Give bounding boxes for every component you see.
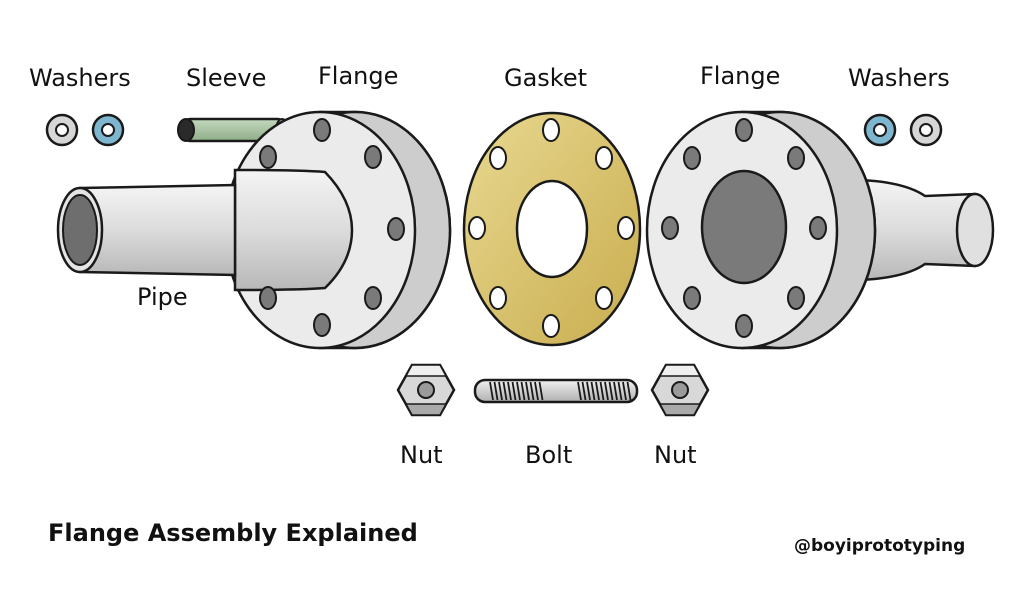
bolt-thread-line bbox=[617, 381, 623, 401]
right-washer-grey bbox=[909, 113, 943, 147]
label-gasket: Gasket bbox=[504, 64, 588, 92]
bolt-thread-line bbox=[613, 381, 618, 401]
bolt-thread-line bbox=[498, 381, 503, 401]
bolt-thread-line bbox=[599, 381, 605, 401]
bolt-thread-line bbox=[604, 381, 609, 401]
right-washer-blue bbox=[863, 113, 897, 147]
bolt-thread-line bbox=[502, 381, 508, 401]
diagram-caption: Flange Assembly Explained bbox=[48, 519, 418, 547]
bolt-thread-line bbox=[534, 381, 539, 401]
label-nut-right: Nut bbox=[654, 441, 697, 469]
gasket-ring bbox=[462, 111, 642, 347]
label-sleeve: Sleeve bbox=[186, 64, 267, 92]
label-flange-right: Flange bbox=[700, 62, 781, 90]
bolt-thread-line bbox=[595, 381, 600, 401]
right-nut bbox=[650, 363, 710, 417]
bolt-thread-line bbox=[581, 381, 587, 401]
bolt-thread-line bbox=[590, 381, 596, 401]
bolt-thread-line bbox=[507, 381, 512, 401]
bolt-thread-line bbox=[622, 381, 627, 401]
label-washers-right: Washers bbox=[848, 64, 950, 92]
bolt-thread-line bbox=[489, 381, 494, 401]
bolt-stud bbox=[473, 378, 639, 404]
bolt-thread-line bbox=[493, 381, 499, 401]
label-pipe: Pipe bbox=[137, 283, 188, 311]
label-flange-left: Flange bbox=[318, 62, 399, 90]
bolt-thread-line bbox=[538, 381, 544, 401]
bolt-thread-line bbox=[529, 381, 535, 401]
right-pipe bbox=[858, 178, 995, 282]
author-handle: @boyiprototyping bbox=[794, 536, 966, 556]
left-nut bbox=[396, 363, 456, 417]
bolt-thread-line bbox=[577, 381, 582, 401]
bolt-thread-line bbox=[586, 381, 591, 401]
label-washers-left: Washers bbox=[29, 64, 131, 92]
left-flange bbox=[223, 110, 452, 350]
bolt-thread-line bbox=[520, 381, 526, 401]
bolt-thread-line bbox=[511, 381, 517, 401]
bolt-thread-line bbox=[608, 381, 614, 401]
bolt-thread-line bbox=[516, 381, 521, 401]
bolt-thread-line bbox=[626, 381, 632, 401]
label-nut-left: Nut bbox=[400, 441, 443, 469]
label-bolt: Bolt bbox=[525, 441, 573, 469]
bolt-thread-line bbox=[525, 381, 530, 401]
right-flange bbox=[645, 110, 877, 350]
left-pipe bbox=[56, 183, 237, 277]
left-washer-blue bbox=[91, 113, 125, 147]
left-washer-grey bbox=[45, 113, 79, 147]
